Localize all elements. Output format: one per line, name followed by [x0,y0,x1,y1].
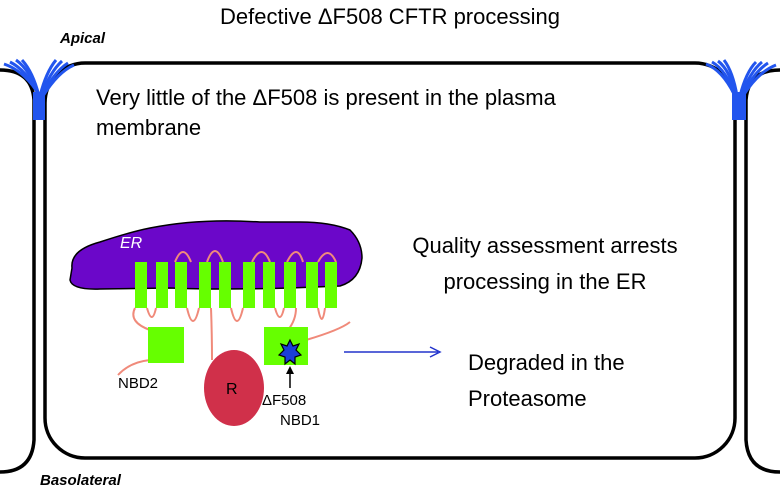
tight-junction-right [705,59,777,120]
df508-mutation-mark [277,338,303,366]
df508-pointer-arrow [286,366,294,388]
degradation-arrow [344,346,442,358]
right-cell-membrane [744,68,780,474]
df508-label: ΔF508 [262,392,307,409]
cytoplasmic-loops [117,307,351,376]
basolateral-label: Basolateral [40,472,121,489]
er-loops [174,250,337,263]
degraded-text: Degraded in the Proteasome [468,350,625,411]
nbd1-label: NBD1 [280,412,321,429]
tm-segments [135,262,337,308]
tight-junction-left [3,58,75,120]
nbd2-domain [148,327,184,363]
statement-text: Very little of the ΔF508 is present in t… [96,85,556,140]
left-cell-membrane [0,68,36,474]
r-label: R [226,381,238,398]
figure-title: Defective ΔF508 CFTR processing [220,4,560,29]
r-domain [204,350,264,426]
er-membrane [69,220,363,290]
nbd2-label: NBD2 [118,375,159,392]
quality-assessment-text: Quality assessment arrests processing in… [412,233,678,294]
er-label: ER [120,235,143,252]
apical-label: Apical [60,30,106,47]
central-cell [43,61,737,460]
